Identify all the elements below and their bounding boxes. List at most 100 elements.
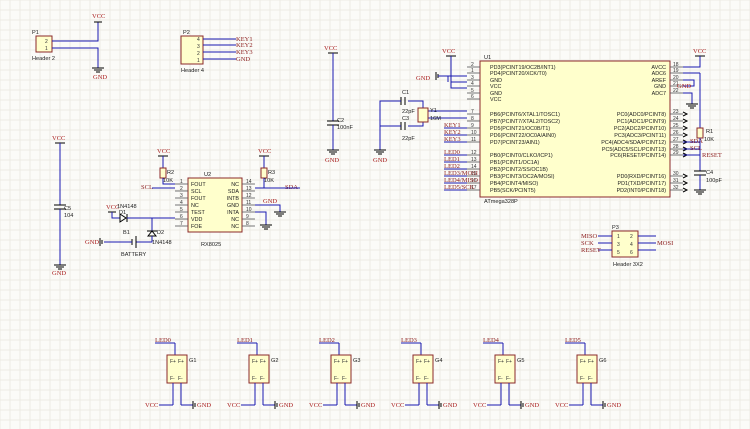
svg-text:22pF: 22pF (402, 136, 415, 142)
u2-pin-number: 4 (180, 200, 183, 206)
u1-pin-name: PD5(PCINT21/OC0B/T1) (490, 126, 550, 132)
u1-left-net-label: KEY1 (444, 122, 461, 129)
led-ref: G2 (271, 358, 278, 364)
gnd-label: GND (279, 402, 293, 409)
u2-pin-number: 3 (180, 193, 183, 199)
led-ref: G3 (353, 358, 360, 364)
svg-text:R3: R3 (268, 170, 275, 176)
u1-pin-number: 28 (673, 144, 679, 150)
header-p2[interactable]: P2 4 3 2 1 KEY1 KEY2 KEY3 GND Header 4 (180, 30, 253, 74)
svg-text:F+: F+ (506, 359, 512, 365)
u1-pin-name: PD7(PCINT23/AIN1) (490, 140, 540, 146)
svg-text:VCC: VCC (693, 48, 706, 55)
gnd-label: GND (93, 74, 107, 81)
u1-body (479, 60, 671, 198)
u1-pin-number: 14 (471, 164, 477, 170)
u1-pin-name: GND (654, 84, 666, 90)
u2-pin-number: 2 (180, 186, 183, 192)
u1-pin-name: PD2(INT0/PCINT18) (617, 188, 667, 194)
gnd-label: GND (361, 402, 375, 409)
svg-text:VCC: VCC (258, 148, 271, 155)
svg-text:104: 104 (64, 213, 73, 219)
u1-pin-name: PB2(PCINT2/SS/OC1B) (490, 167, 548, 173)
svg-text:VCC: VCC (157, 148, 170, 155)
vcc-label: VCC (227, 402, 240, 409)
u2-pin-name: SDA (228, 189, 239, 195)
u1-pin-number: 9 (471, 123, 474, 129)
u2-pin-number: 5 (180, 207, 183, 213)
svg-text:R1: R1 (706, 129, 713, 135)
svg-text:1: 1 (197, 58, 200, 64)
u1-pin-number: 10 (471, 130, 477, 136)
u1-pin-number: 12 (471, 150, 477, 156)
led-ref: G5 (517, 358, 524, 364)
u2-pin-name: VDD (191, 217, 202, 223)
vcc-label: VCC (473, 402, 486, 409)
capacitor-c2[interactable]: VCC GND C2 100nF (324, 45, 353, 164)
vcc-label: VCC (391, 402, 404, 409)
u2-pin-number: 11 (246, 200, 251, 206)
u1-pin-number: 24 (673, 116, 679, 122)
u1-left-net-label: LED1 (444, 156, 460, 163)
svg-text:GND: GND (52, 270, 66, 277)
header-p1[interactable]: P1 2 1 Header 2 VCC GND (32, 13, 107, 81)
u2-body (187, 177, 243, 233)
u2-pin-name: FOE (191, 224, 202, 230)
svg-text:MISO: MISO (581, 233, 598, 240)
u1-pin-name: PD4(PCINT20/XCK/T0) (490, 71, 547, 77)
u2-pin-number: 8 (246, 221, 249, 227)
u2-pin-name: TEST (191, 210, 205, 216)
u1-left-net-label: LED5/SCK (444, 184, 475, 191)
u1-pin-number: 32 (673, 185, 679, 191)
u2-pin-name: INTB (227, 196, 240, 202)
svg-text:C3: C3 (402, 116, 409, 122)
svg-text:F-: F- (424, 376, 429, 382)
p3-body (611, 230, 639, 258)
svg-text:U2: U2 (204, 172, 211, 178)
u1-pin-number: 18 (673, 62, 679, 68)
u1-pin-name: PC5(ADC5/SCL/PCINT13) (602, 147, 666, 153)
svg-text:10K: 10K (264, 178, 274, 184)
svg-text:VCC: VCC (106, 204, 119, 211)
u1-pin-number: 3 (471, 75, 474, 81)
u1-pin-name: AREF (652, 78, 667, 84)
gnd-label: GND (443, 402, 457, 409)
u2-pin-name: NC (231, 217, 239, 223)
p1-designator: P1 (32, 30, 39, 36)
svg-text:C4: C4 (706, 170, 713, 176)
u1-right-net-label: SDA (690, 138, 703, 145)
p1-body (35, 35, 53, 53)
svg-text:1N4148: 1N4148 (152, 240, 172, 246)
svg-text:Y1: Y1 (430, 108, 437, 114)
u1-pin-number: 8 (471, 116, 474, 122)
capacitor-c5[interactable]: VCC GND C5 104 (52, 135, 73, 277)
led-module-body (166, 354, 188, 384)
svg-text:16M: 16M (430, 116, 441, 122)
svg-text:KEY3: KEY3 (236, 49, 253, 56)
svg-text:F-: F- (260, 376, 265, 382)
u1-pin-number: 19 (673, 68, 679, 74)
svg-text:GND: GND (373, 157, 387, 164)
svg-text:VCC: VCC (442, 48, 455, 55)
svg-text:GND: GND (416, 75, 430, 82)
u2-pin-number: 12 (246, 193, 252, 199)
u2-pin-name: GND (227, 203, 239, 209)
u1-right-net-label: SCL (690, 145, 702, 152)
svg-text:22pF: 22pF (402, 109, 415, 115)
header-p3[interactable]: P3 1 2 3 4 5 6 MISO SCK RESET MOSI Heade… (581, 225, 673, 268)
vcc-label: VCC (555, 402, 568, 409)
u1-left-net-label: KEY3 (444, 136, 461, 143)
p2-body (180, 35, 204, 65)
gnd-label: GND (525, 402, 539, 409)
p1-value: Header 2 (32, 56, 55, 62)
u1-left-net-label: LED4/MISO (444, 177, 478, 184)
